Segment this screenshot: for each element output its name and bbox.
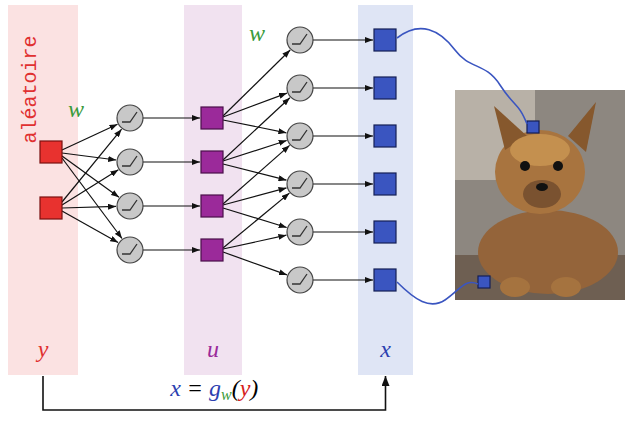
- output-pixel: [374, 269, 396, 291]
- weight-arrows: [223, 193, 289, 248]
- formula-symbol: x: [170, 375, 181, 401]
- band-background: [184, 5, 242, 375]
- weight-arrows: [313, 87, 373, 88]
- weight-arrows: [143, 205, 200, 206]
- weight-arrows: [313, 279, 373, 280]
- dog-photo: [536, 183, 548, 191]
- weight-label: w: [68, 96, 84, 123]
- neuron-relu: [117, 27, 313, 293]
- neuron-relu: [287, 75, 313, 101]
- neuron-relu: [287, 219, 313, 245]
- variable-name: y: [38, 336, 49, 363]
- weight-arrows: [62, 40, 373, 280]
- weight-arrows: [143, 161, 200, 162]
- neuron-relu: [287, 27, 313, 53]
- variable-name: x: [380, 336, 391, 363]
- weight-arrows: [62, 170, 118, 205]
- band-region: aléatoire y: [8, 5, 78, 375]
- weight-arrows: [223, 93, 287, 117]
- weight-arrows: [223, 252, 287, 275]
- weight-arrows: [62, 129, 122, 202]
- hidden-unit: [201, 239, 223, 261]
- weight-label: w: [249, 20, 265, 47]
- formula-symbol: ): [250, 375, 258, 401]
- dog-photo: [551, 277, 581, 297]
- dog-photo: [455, 90, 625, 300]
- pixel-link: [397, 29, 527, 304]
- weight-arrows: [223, 235, 286, 249]
- neuron-relu: [117, 149, 143, 175]
- input-unit: [40, 141, 62, 219]
- dog-photo: [500, 277, 530, 297]
- mapping-formula: x = gw(y): [167, 375, 261, 404]
- hidden-unit: [201, 107, 223, 261]
- dog-photo: [455, 90, 535, 180]
- neuron-relu: [117, 193, 143, 219]
- dog-photo: [523, 180, 561, 208]
- dog-photo: [520, 161, 530, 171]
- weight-arrows: [62, 124, 118, 150]
- input-unit: [40, 141, 62, 163]
- formula-symbol: y: [240, 375, 251, 401]
- output-pixel: [374, 221, 396, 243]
- band-background: [8, 5, 78, 375]
- formula-symbol: g: [209, 375, 221, 401]
- hidden-unit: [201, 107, 223, 129]
- weight-arrows: [223, 164, 287, 180]
- weight-arrows: [223, 98, 290, 160]
- output-pixel: [374, 77, 396, 99]
- dog-photo: [527, 121, 539, 133]
- band-background: [358, 5, 413, 375]
- formula-symbol: w: [221, 386, 232, 403]
- weight-arrows: [313, 135, 373, 136]
- weight-arrows: [62, 158, 122, 239]
- weight-arrows: [143, 117, 200, 118]
- weight-arrows: [313, 39, 373, 40]
- dog-photo: [553, 161, 563, 171]
- vertical-label: aléatoire: [19, 35, 42, 143]
- weight-arrows: [62, 211, 118, 243]
- formula-symbol: [181, 375, 187, 401]
- hidden-unit: [201, 195, 223, 217]
- output-pixel: [374, 29, 396, 291]
- formula-symbol: (: [232, 375, 240, 401]
- mapping-arrow: [43, 376, 386, 410]
- hidden-unit: [201, 151, 223, 173]
- dog-photo: [455, 90, 625, 300]
- weight-arrows: [313, 183, 373, 184]
- band-region: x: [358, 5, 413, 375]
- weight-arrows: [223, 188, 287, 205]
- weight-arrows: [62, 206, 116, 208]
- neuron-relu: [287, 123, 313, 149]
- neuron-relu: [117, 105, 143, 131]
- band-region: u: [184, 5, 242, 375]
- pixel-link: [397, 29, 527, 124]
- output-pixel: [374, 29, 396, 51]
- neuron-relu: [117, 237, 143, 263]
- weight-arrows: [223, 208, 287, 228]
- formula-symbol: =: [187, 375, 203, 401]
- weight-arrows: [223, 145, 290, 204]
- output-pixel: [374, 173, 396, 195]
- neuron-relu: [287, 267, 313, 293]
- weight-arrows: [143, 249, 200, 250]
- dog-photo: [478, 276, 490, 288]
- neuron-relu: [287, 171, 313, 197]
- variable-name: u: [207, 336, 219, 363]
- output-pixel: [374, 125, 396, 147]
- weight-arrows: [62, 153, 116, 160]
- dog-photo: [568, 102, 596, 152]
- weight-arrows: [223, 141, 287, 162]
- dog-photo: [478, 210, 618, 294]
- pixel-link: [397, 282, 478, 304]
- input-unit: [40, 197, 62, 219]
- weight-arrows: [313, 231, 373, 232]
- formula-symbol: [203, 375, 209, 401]
- dog-photo: [510, 134, 570, 166]
